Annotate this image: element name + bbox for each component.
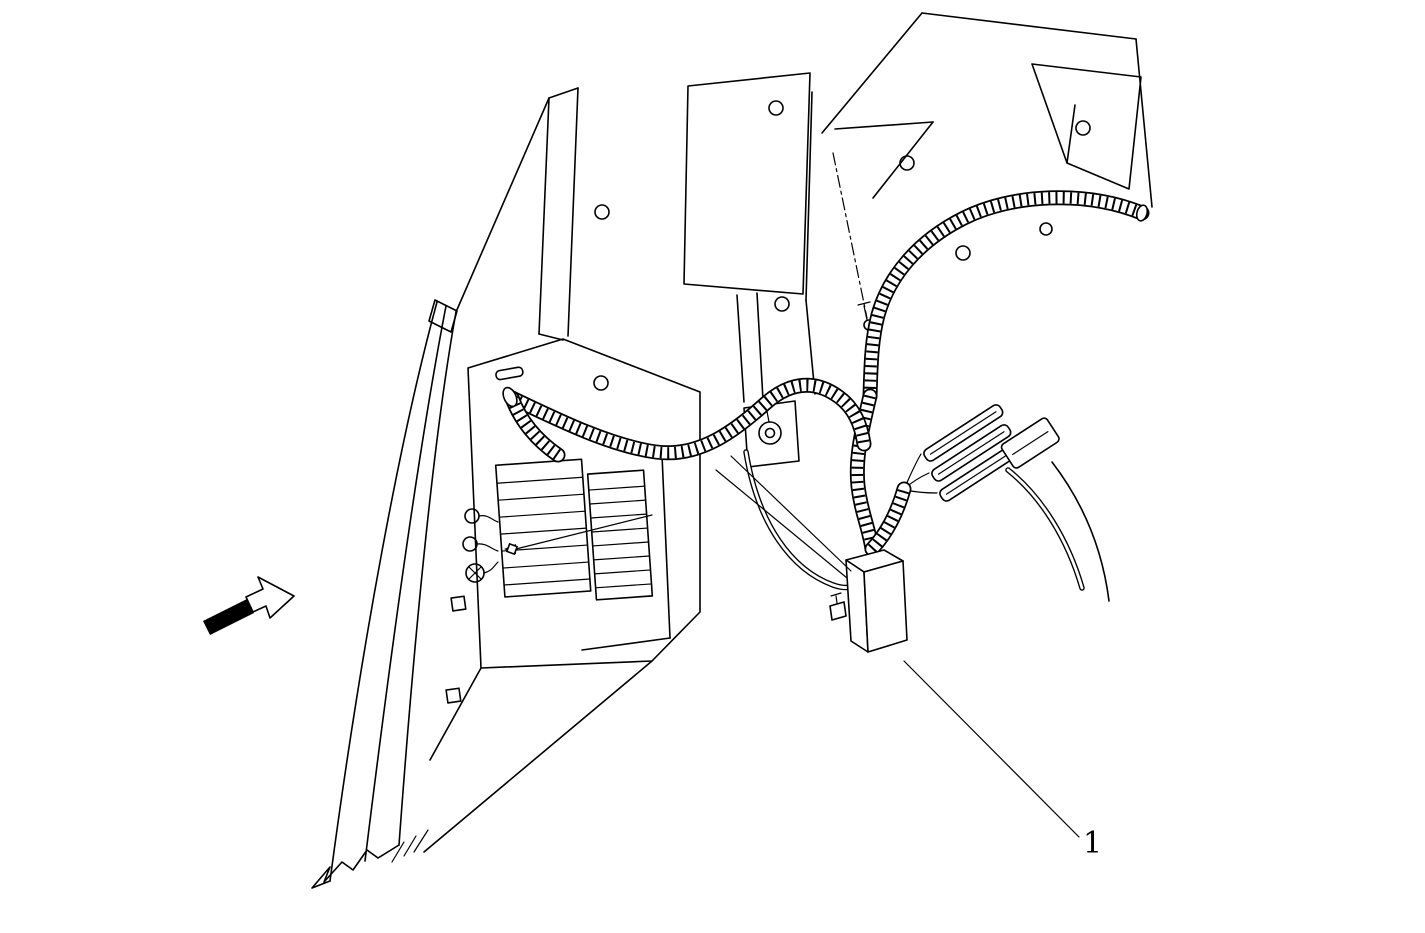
upper-body-structure [821,12,1153,331]
direction-arrow-icon [203,576,295,635]
centerline [832,152,868,319]
connector [923,404,1004,462]
conduit-end-cap [502,386,518,408]
ring-terminal [758,421,782,445]
grommet [465,563,485,583]
mounting-plate [423,338,701,853]
mounting-strip [683,72,811,295]
conduit-end-cap [1135,204,1149,222]
square-hole [445,687,462,704]
pillar-cap [428,299,458,333]
hole [955,245,971,261]
corrugated-harness-upper [870,198,1142,396]
module-cluster [462,454,671,651]
hole [1039,222,1053,236]
connector [931,424,1012,482]
floor-curve [1051,461,1110,602]
center-brackets [455,72,816,403]
module-1 [494,458,592,598]
callout-1-leader [903,660,1080,838]
leader-lines [715,455,1080,838]
hole [899,155,915,171]
hole [594,204,610,220]
hole [1075,120,1091,136]
connector-large [1000,417,1060,469]
component-1-module [829,549,908,653]
torn-edge [311,844,400,889]
callout-1-label: 1 [1083,826,1102,861]
floor-edge [423,660,653,853]
hole [768,100,784,116]
slot-hole [495,366,524,381]
square-hole [450,595,467,612]
connector-fan [923,404,1060,502]
hole [774,296,790,312]
left-pillar-trim [311,299,458,889]
connector-ring [464,508,480,524]
mounting-clip [829,592,847,621]
module-2 [586,469,654,601]
corrugated-harness-branch [872,489,904,549]
wire-loops [746,452,1110,602]
corrugated-harness-cross [512,385,864,453]
hole [593,375,609,391]
upper-bracket [1031,63,1142,190]
screw-pointer [504,514,653,555]
